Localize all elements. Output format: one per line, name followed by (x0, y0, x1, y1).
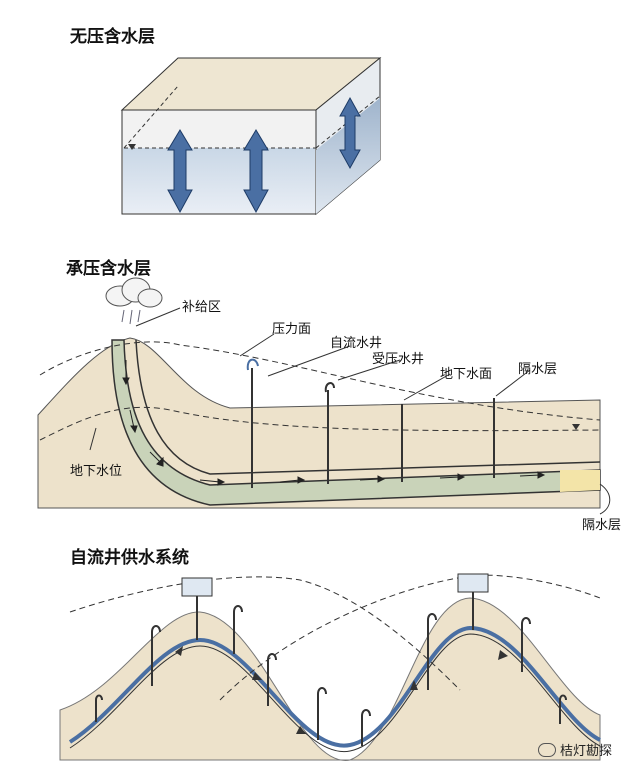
water-table-marker-icon (128, 144, 136, 150)
water-table-marker-icon (572, 424, 580, 430)
flow-arrows-icon (122, 360, 546, 486)
cloud-icon (105, 277, 163, 308)
label-pressure-surface: 压力面 (272, 322, 312, 337)
free-flow-well (324, 382, 335, 484)
title-confined-aquifer: 承压含水层 (66, 259, 151, 279)
water-tank-icon (181, 573, 489, 640)
artesian-wells (95, 605, 567, 746)
watermark: 桔灯勘探 (538, 740, 612, 759)
label-recharge-zone: 补给区 (182, 300, 222, 315)
label-groundwater-level: 地下水位 (70, 464, 123, 479)
watermark-text: 桔灯勘探 (560, 744, 613, 759)
rain-icon (121, 309, 141, 325)
label-aquiclude-bottom: 隔水层 (582, 518, 622, 533)
aquifer-pipe (68, 625, 601, 748)
label-aquiclude-top: 隔水层 (518, 362, 558, 377)
title-unconfined-aquifer: 无压含水层 (70, 27, 155, 47)
label-artesian-well: 自流水井 (330, 336, 383, 351)
groundwater-level-line (39, 406, 601, 441)
label-water-table: 地下水面 (440, 367, 493, 382)
pressure-line-a (69, 576, 461, 691)
title-artesian-system: 自流井供水系统 (70, 548, 189, 568)
artesian-well (246, 358, 259, 488)
label-confined-well: 受压水井 (372, 352, 425, 367)
wechat-icon (538, 742, 556, 757)
confined-aquifer-layer (111, 339, 601, 506)
flow-arrows-icon (175, 646, 508, 734)
pressure-surface-line (39, 341, 601, 421)
arrow-updown-icon (167, 96, 361, 214)
ground-surface (37, 337, 601, 509)
